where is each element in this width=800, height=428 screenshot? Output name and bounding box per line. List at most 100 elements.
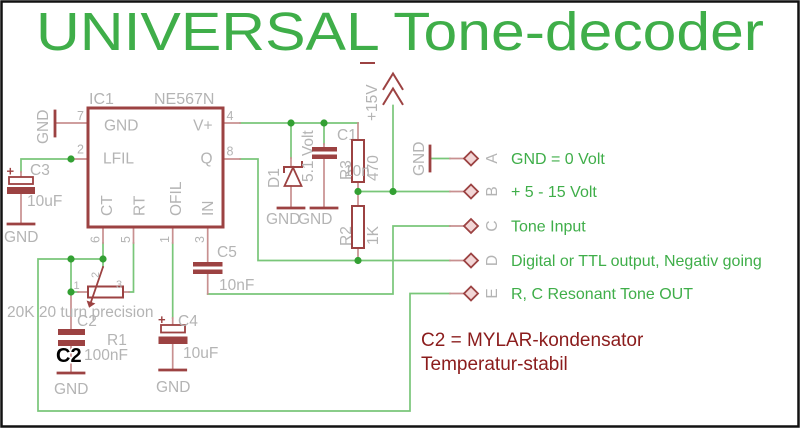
connector-b-description: + 5 - 15 Volt bbox=[511, 184, 597, 201]
c5-plate-bottom bbox=[193, 269, 223, 274]
schematic-title: UNIVERSAL Tone-decoder bbox=[36, 2, 764, 62]
junction-pot-c2 bbox=[67, 288, 75, 296]
connector-c: C Tone Input bbox=[462, 217, 586, 236]
connector-d-id: D bbox=[484, 255, 501, 266]
connector-b-pad-icon bbox=[462, 183, 480, 200]
d1-value: 5.1 Volt bbox=[300, 130, 317, 182]
connector-d-description: Digital or TTL output, Negativ going bbox=[511, 253, 762, 270]
c1-plate-top bbox=[312, 147, 337, 152]
r1-ref: R1 bbox=[107, 332, 127, 349]
gnd-label-a: GND bbox=[411, 142, 428, 176]
r2-ref: R2 bbox=[338, 226, 355, 246]
junction-d1 bbox=[287, 119, 295, 127]
c3-value: 10uF bbox=[27, 193, 62, 210]
c3-ref: C3 bbox=[30, 162, 50, 179]
gnd-label-c2: GND bbox=[54, 381, 88, 398]
pot-wiper-arm bbox=[89, 265, 105, 304]
r3-ref: R3 bbox=[338, 160, 355, 180]
connector-e-id: E bbox=[484, 288, 501, 298]
junction-ct-wiper bbox=[99, 255, 107, 263]
note-line-2: Temperatur-stabil bbox=[421, 354, 568, 375]
ic-pin2-number: 2 bbox=[77, 143, 84, 157]
r2-value: 1K bbox=[365, 225, 382, 245]
pot-description: 20K 20 turn precision bbox=[7, 304, 153, 321]
junction-r3-r2 bbox=[354, 187, 362, 196]
junction-v15 bbox=[389, 187, 397, 196]
pot-pin3-number: 3 bbox=[116, 279, 122, 291]
c3-plate-top bbox=[8, 176, 34, 185]
connector-c-description: Tone Input bbox=[511, 219, 586, 236]
connector-b-id: B bbox=[484, 186, 501, 196]
ic-pin8-number: 8 bbox=[227, 145, 234, 159]
ic-label-vplus: V+ bbox=[193, 118, 212, 135]
pot-body bbox=[87, 285, 124, 299]
gnd-label-c1: GND bbox=[298, 211, 332, 228]
v15-label: +15V bbox=[364, 84, 381, 121]
wire-rt-pot bbox=[128, 242, 135, 293]
connector-b: B + 5 - 15 Volt bbox=[462, 183, 597, 201]
note-line-1: C2 = MYLAR-kondensator bbox=[421, 330, 644, 351]
ic-label-in: IN bbox=[200, 201, 217, 217]
junction-r2-q bbox=[354, 256, 362, 265]
d1-diode-triangle bbox=[283, 165, 303, 187]
ic-label-lfil: LFIL bbox=[103, 151, 134, 168]
ic-pin7-number: 7 bbox=[77, 109, 84, 123]
wire-q-output bbox=[239, 158, 451, 262]
c1-plate-bottom bbox=[312, 154, 337, 159]
pot-wiper-arrow-icon bbox=[86, 300, 96, 308]
ic-pin1-number: 1 bbox=[158, 236, 172, 243]
connector-e-description: R, C Resonant Tone OUT bbox=[511, 286, 693, 303]
connector-c-id: C bbox=[484, 220, 501, 231]
c5-ref: C5 bbox=[217, 244, 237, 261]
ic-label-ofil: OFIL bbox=[168, 181, 185, 216]
c4-ref: C4 bbox=[178, 313, 198, 330]
c2-plate-top bbox=[58, 329, 85, 335]
r2-body bbox=[351, 205, 365, 249]
ic-label-q: Q bbox=[200, 151, 212, 168]
wire-resonant-loop bbox=[37, 258, 451, 412]
c2-plate-bottom bbox=[58, 340, 85, 346]
pot-pin1-number: 1 bbox=[74, 280, 80, 292]
c4-plate-top bbox=[160, 324, 186, 334]
v15-arrow-icon bbox=[382, 71, 404, 106]
c2-highlight-annotation: C2 bbox=[56, 345, 82, 367]
ic-pin3-number: 3 bbox=[193, 236, 207, 243]
junction-c1 bbox=[320, 119, 328, 127]
d1-ref: D1 bbox=[266, 168, 283, 188]
junction-ct-left bbox=[67, 255, 75, 263]
c5-value: 10nF bbox=[219, 277, 254, 294]
ic-body bbox=[86, 106, 225, 229]
c3-plate-bottom bbox=[7, 187, 35, 194]
junction-lfil bbox=[67, 155, 75, 163]
r3-body bbox=[351, 139, 365, 183]
c3-plus-icon: + bbox=[7, 164, 15, 179]
connector-d-pad-icon bbox=[462, 252, 480, 269]
r3-value: 470 bbox=[365, 155, 382, 181]
gnd-label-c4: GND bbox=[156, 379, 190, 396]
pot-pin2-number: 2 bbox=[90, 272, 102, 278]
connector-a: A GND = 0 Volt bbox=[462, 150, 605, 168]
c1-value: 10n bbox=[344, 163, 370, 180]
c2-value: 100nF bbox=[84, 347, 128, 364]
connector-a-description: GND = 0 Volt bbox=[511, 151, 605, 168]
ic-pin6-number: 6 bbox=[89, 236, 103, 243]
ic-label-ct: CT bbox=[99, 195, 116, 216]
ic-label-rt: RT bbox=[132, 195, 149, 216]
ic-part-number: NE567N bbox=[154, 91, 214, 108]
c4-plate-bottom bbox=[158, 336, 188, 344]
connector-c-pad-icon bbox=[462, 217, 480, 235]
c4-value: 10uF bbox=[183, 345, 218, 362]
connector-e: E R, C Resonant Tone OUT bbox=[462, 285, 693, 303]
c4-plus-icon: + bbox=[158, 312, 166, 327]
gnd-label-d1: GND bbox=[266, 211, 300, 228]
wire-lfil-c3 bbox=[20, 158, 72, 173]
ic-ref: IC1 bbox=[89, 91, 114, 108]
gnd-label-c3: GND bbox=[4, 229, 38, 246]
stub-connectors bbox=[449, 157, 465, 295]
wire-tone-input bbox=[206, 225, 451, 295]
gnd-label-pin7: GND bbox=[35, 110, 52, 144]
connector-e-pad-icon bbox=[462, 285, 480, 302]
